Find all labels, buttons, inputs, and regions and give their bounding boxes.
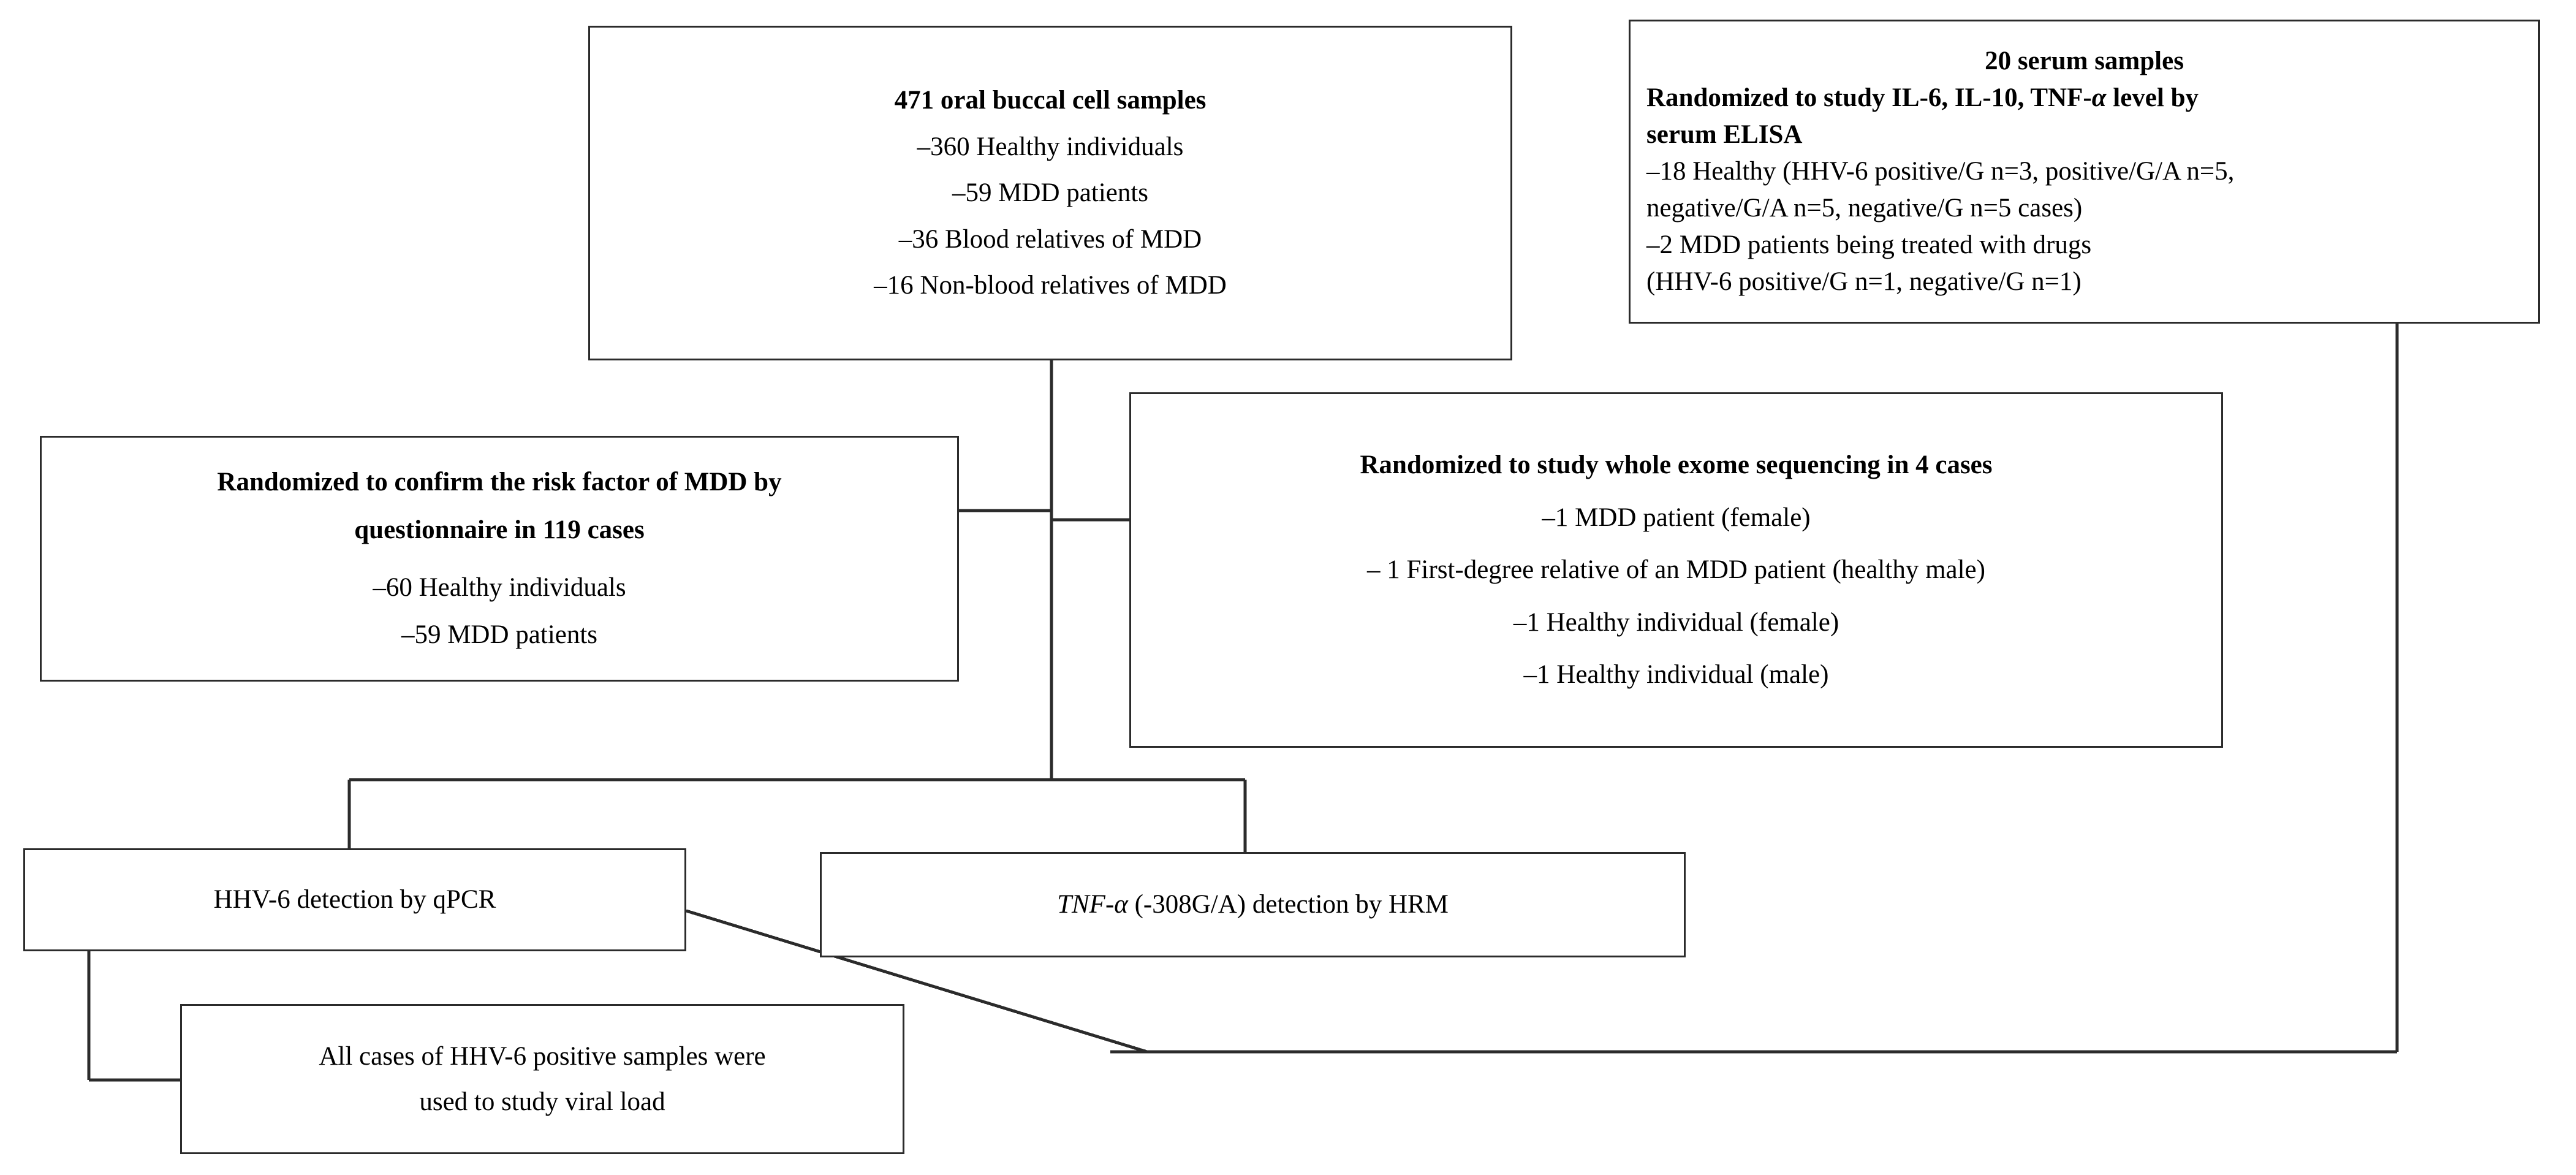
serum-subheading: Randomized to study IL-6, IL-10, TNF-α l… — [1646, 81, 2522, 115]
box-hhv6-detection: HHV-6 detection by qPCR — [23, 848, 686, 951]
buccal-line-2: –59 MDD patients — [952, 178, 1149, 208]
serum-heading: 20 serum samples — [1985, 47, 2184, 76]
box-buccal-samples: 471 oral buccal cell samples –360 Health… — [588, 26, 1512, 360]
serum-subheading-line-2: serum ELISA — [1646, 120, 1803, 150]
buccal-heading: 471 oral buccal cell samples — [894, 85, 1207, 115]
tnf-alpha-symbol: TNF-α — [1057, 890, 1128, 919]
questionnaire-heading-line-1: Randomized to confirm the risk factor of… — [217, 468, 782, 497]
exome-line-1: –1 MDD patient (female) — [1542, 503, 1811, 532]
serum-line-3: –2 MDD patients being treated with drugs — [1646, 230, 2092, 259]
serum-subheading-part-2: level by — [2106, 83, 2199, 113]
buccal-line-3: –36 Blood relatives of MDD — [898, 224, 1202, 254]
questionnaire-line-1: –60 Healthy individuals — [373, 572, 626, 602]
box-tnf-detection: TNF-α (-308G/A) detection by HRM — [820, 852, 1686, 957]
viral-load-line-1: All cases of HHV-6 positive samples were — [319, 1041, 766, 1071]
viral-load-line-2: used to study viral load — [419, 1087, 665, 1116]
box-exome-sequencing: Randomized to study whole exome sequenci… — [1129, 392, 2223, 748]
exome-heading: Randomized to study whole exome sequenci… — [1360, 450, 1993, 479]
exome-line-4: –1 Healthy individual (male) — [1523, 660, 1829, 690]
exome-line-2: – 1 First-degree relative of an MDD pati… — [1367, 555, 1985, 585]
questionnaire-heading-line-2: questionnaire in 119 cases — [354, 515, 645, 544]
tnf-detection-label-rest: (-308G/A) detection by HRM — [1127, 890, 1449, 919]
box-questionnaire: Randomized to confirm the risk factor of… — [40, 436, 959, 682]
buccal-line-4: –16 Non-blood relatives of MDD — [874, 271, 1227, 300]
serum-line-1: –18 Healthy (HHV-6 positive/G n=3, posit… — [1646, 157, 2235, 186]
serum-line-4: (HHV-6 positive/G n=1, negative/G n=1) — [1646, 267, 2082, 296]
serum-line-2: negative/G/A n=5, negative/G n=5 cases) — [1646, 193, 2083, 222]
questionnaire-line-2: –59 MDD patients — [401, 620, 598, 650]
serum-subheading-part-1: Randomized to study IL-6, IL-10, TNF- — [1646, 83, 2092, 113]
box-serum-samples: 20 serum samples Randomized to study IL-… — [1629, 20, 2540, 324]
box-viral-load: All cases of HHV-6 positive samples were… — [180, 1004, 904, 1154]
tnf-detection-label: TNF-α (-308G/A) detection by HRM — [822, 887, 1684, 922]
hhv6-detection-label: HHV-6 detection by qPCR — [213, 885, 496, 915]
buccal-line-1: –360 Healthy individuals — [917, 132, 1184, 161]
serum-subheading-alpha: α — [2091, 83, 2107, 113]
exome-line-3: –1 Healthy individual (female) — [1513, 607, 1839, 637]
